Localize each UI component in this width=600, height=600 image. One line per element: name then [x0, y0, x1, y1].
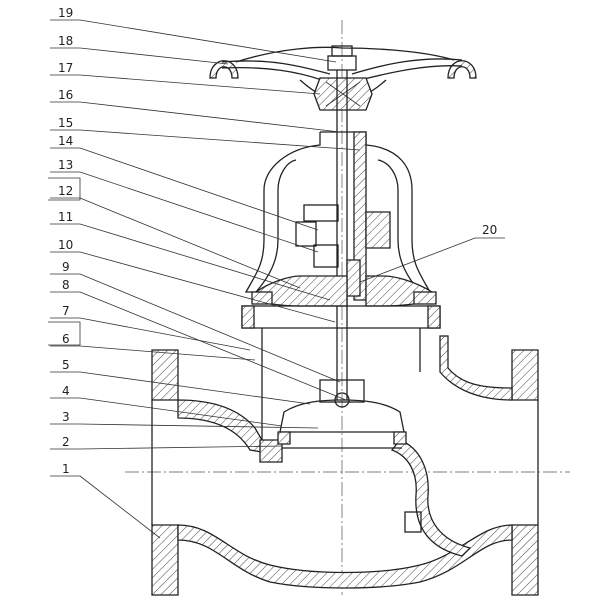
- callout-2: 2: [62, 435, 70, 449]
- bonnet: [241, 275, 441, 329]
- callout-6: 6: [62, 332, 70, 346]
- callout-numbers: 19 18 17 16 15 14 13 12 11 10 9 8 7 6 5 …: [58, 6, 497, 476]
- callout-14: 14: [58, 134, 73, 148]
- callout-1: 1: [62, 462, 70, 476]
- callout-15: 15: [58, 116, 73, 130]
- callout-20: 20: [482, 223, 497, 237]
- callout-10: 10: [58, 238, 73, 252]
- callout-5: 5: [62, 358, 70, 372]
- callout-19: 19: [58, 6, 73, 20]
- yoke: [244, 131, 432, 301]
- stem-nut: [313, 45, 373, 111]
- packing-area: [346, 259, 361, 297]
- valve-disc: [277, 379, 407, 449]
- leader-lines: [48, 19, 505, 539]
- handwheel: [209, 46, 477, 101]
- valve-stem: [336, 70, 348, 400]
- callout-11: 11: [58, 210, 73, 224]
- callout-18: 18: [58, 34, 73, 48]
- callout-12: 12: [58, 184, 73, 198]
- callout-9: 9: [62, 260, 70, 274]
- callout-7: 7: [62, 304, 70, 318]
- callout-16: 16: [58, 88, 73, 102]
- callout-8: 8: [62, 278, 70, 292]
- valve-body: [151, 328, 539, 596]
- callout-17: 17: [58, 61, 73, 75]
- callout-13: 13: [58, 158, 73, 172]
- callout-3: 3: [62, 410, 70, 424]
- callout-4: 4: [62, 384, 70, 398]
